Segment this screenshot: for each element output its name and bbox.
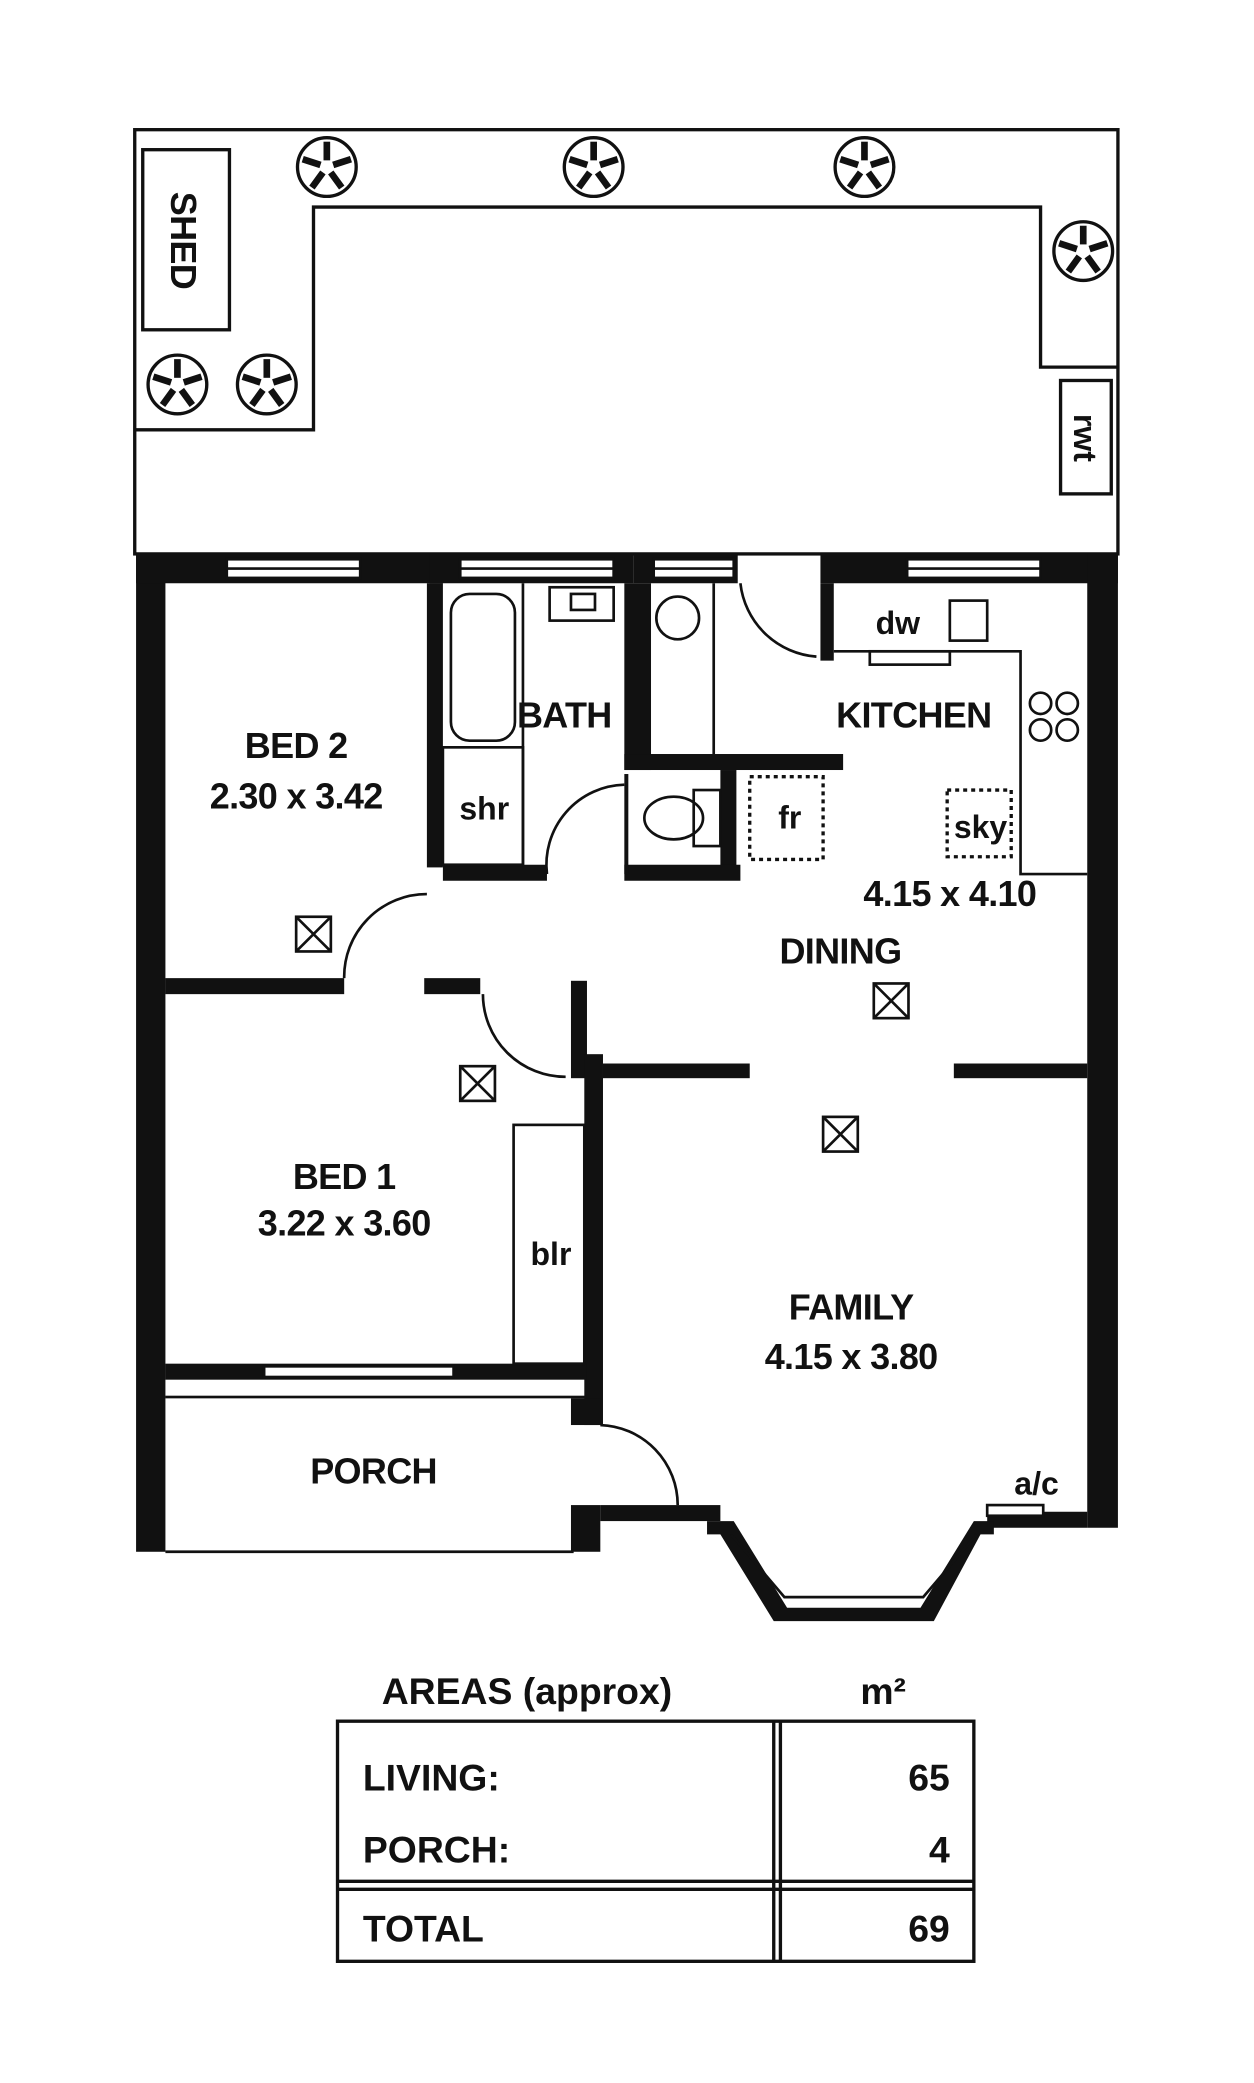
cooktop xyxy=(1028,691,1080,743)
cupboard xyxy=(948,599,989,642)
family-name: FAMILY xyxy=(789,1287,914,1328)
living-label: LIVING: xyxy=(363,1757,500,1799)
skylight xyxy=(945,788,1013,859)
walls xyxy=(136,553,1118,1622)
porch-name: PORCH xyxy=(310,1451,437,1492)
dishwasher-panel xyxy=(868,649,952,666)
basin xyxy=(548,585,615,622)
shower-label: shr xyxy=(459,790,509,826)
boiler-cupboard xyxy=(512,1123,586,1366)
fridge-label: fr xyxy=(778,800,801,836)
living-value: 65 xyxy=(908,1757,950,1799)
bed2-size: 2.30 x 3.42 xyxy=(210,776,383,817)
porch-area-label: PORCH: xyxy=(363,1829,510,1871)
yard: SHED rwt xyxy=(133,128,1120,556)
areas-title: AREAS (approx) xyxy=(382,1670,672,1712)
light-fixture-icon xyxy=(458,1064,497,1103)
light-fixture-icon xyxy=(872,982,910,1020)
areas-table: AREAS (approx) m² LIVING: 65 PORCH: 4 TO… xyxy=(335,1670,976,1963)
tree-icon xyxy=(1052,220,1115,283)
areas-unit: m² xyxy=(860,1670,906,1712)
tree-icon xyxy=(833,136,896,199)
rainwater-tank xyxy=(1058,378,1113,496)
kitchen-size: 4.15 x 4.10 xyxy=(863,873,1036,914)
bed2-name: BED 2 xyxy=(245,725,348,766)
light-fixture-icon xyxy=(821,1115,860,1153)
porch-area-value: 4 xyxy=(929,1829,950,1871)
ac-label: a/c xyxy=(1014,1465,1058,1501)
bed1-name: BED 1 xyxy=(293,1156,396,1197)
toilet-cistern xyxy=(692,788,722,848)
tree-icon xyxy=(295,136,358,199)
room-labels: BED 2 2.30 x 3.42 BATH shr dw KITCHEN fr… xyxy=(210,605,1059,1501)
total-value: 69 xyxy=(908,1907,950,1949)
fridge-space xyxy=(748,775,825,862)
skylight-label: sky xyxy=(954,809,1008,845)
shed xyxy=(141,148,232,332)
light-fixture-icon xyxy=(294,915,333,953)
toilet-bowl xyxy=(643,795,705,841)
dining-name: DINING xyxy=(779,930,901,971)
shed-label: SHED xyxy=(163,192,204,289)
bath-name: BATH xyxy=(517,694,612,735)
total-label: TOTAL xyxy=(363,1907,484,1949)
bed1-size: 3.22 x 3.60 xyxy=(258,1203,431,1244)
fixtures xyxy=(294,583,1088,1366)
kitchen-name: KITCHEN xyxy=(836,694,991,735)
tree-icon xyxy=(562,136,625,199)
laundry-tub xyxy=(655,595,701,641)
rwt-label: rwt xyxy=(1067,414,1103,462)
family-size: 4.15 x 3.80 xyxy=(765,1336,938,1377)
dishwasher-label: dw xyxy=(876,605,921,641)
tree-icon xyxy=(146,353,209,416)
tree-icon xyxy=(235,353,298,416)
bathtub xyxy=(449,592,517,743)
boiler-label: blr xyxy=(531,1236,572,1272)
